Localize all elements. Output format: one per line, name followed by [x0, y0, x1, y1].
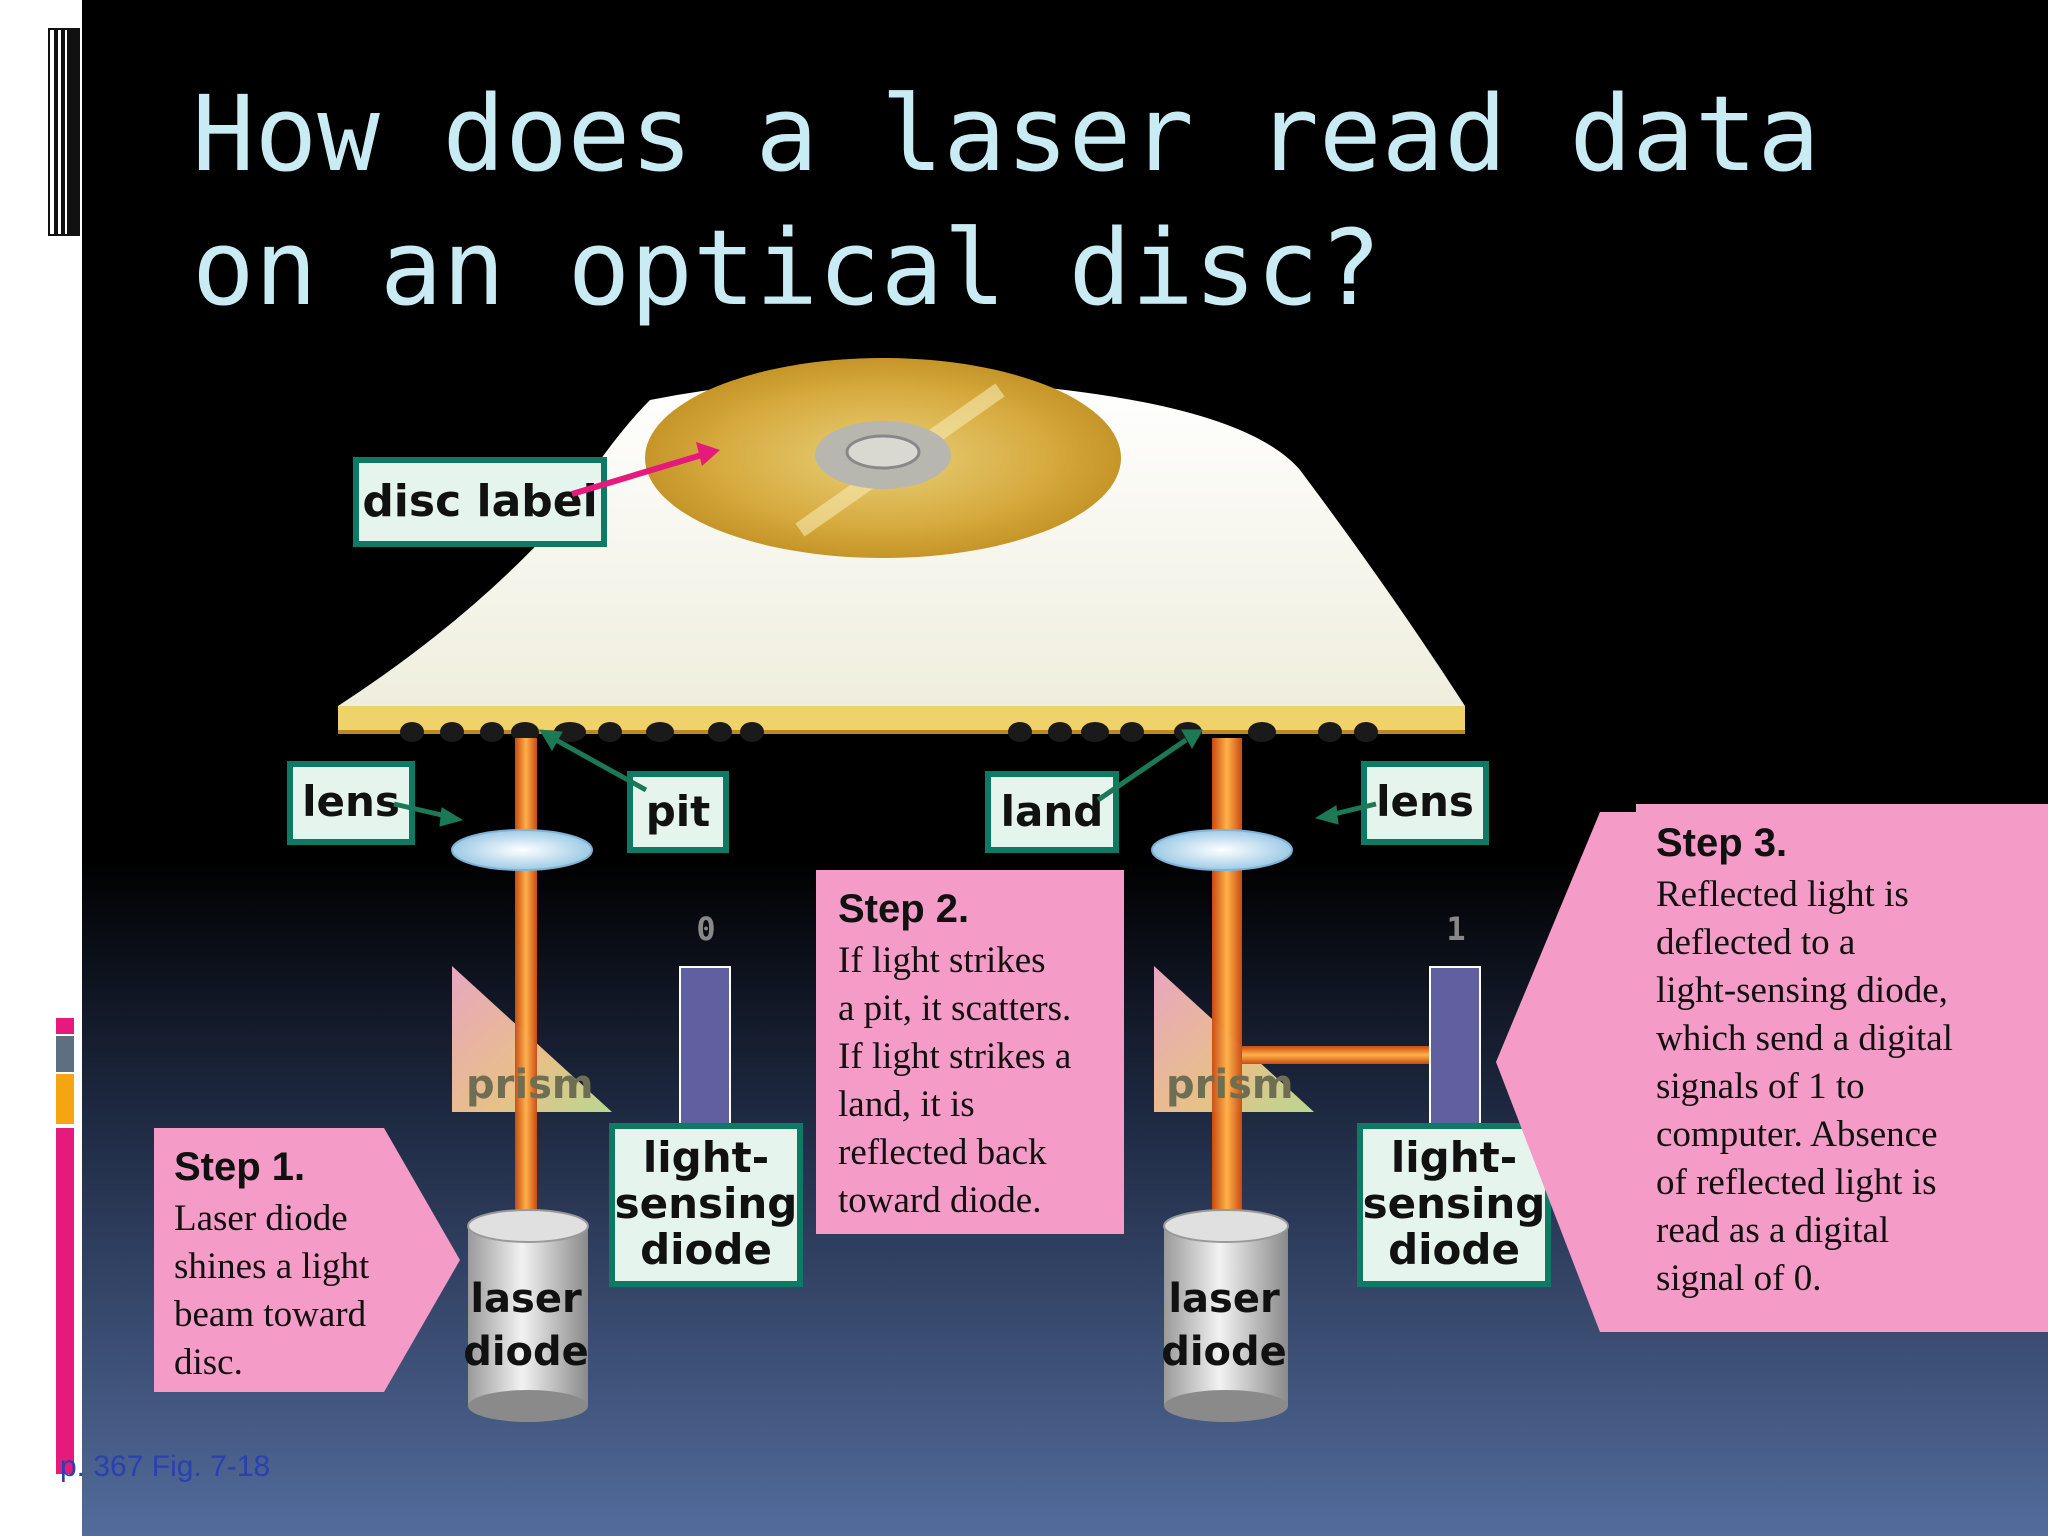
sensor-left-box: light- sensing diode [609, 1123, 803, 1287]
right-sensor-bar [1429, 966, 1481, 1128]
arrow-lens-right-icon [1314, 801, 1377, 825]
step2-line4: land, it is [838, 1084, 975, 1125]
deflected-beam [1242, 1046, 1452, 1064]
arrow-pit-icon [539, 729, 648, 793]
step2-callout: Step 2. If light strikes a pit, it scatt… [816, 870, 1124, 1234]
step3-line2: deflected to a [1656, 922, 1855, 963]
optical-disc [645, 358, 1121, 558]
sensor-right-line1: light- [1391, 1133, 1517, 1182]
left-lens-icon [451, 829, 593, 871]
step3-line9: signal of 0. [1656, 1258, 1821, 1299]
step1-line4: disc. [174, 1342, 243, 1383]
right-prism-label: prism [1166, 1062, 1294, 1108]
sidebar-accent-bars [56, 1018, 74, 1474]
disc-surface-strip [338, 706, 1465, 742]
left-laser-label-line1: laser [470, 1276, 582, 1322]
step3-line8: read as a digital [1656, 1210, 1889, 1251]
pit-text: pit [646, 787, 711, 836]
arrow-land-icon [1096, 729, 1203, 803]
lens-right-box: lens [1361, 761, 1489, 845]
step3-line1: Reflected light is [1656, 874, 1909, 915]
left-laser-label-line2: diode [463, 1329, 589, 1375]
step2-line6: toward diode. [838, 1180, 1041, 1221]
sidebar-stripes-icon [48, 28, 80, 236]
sensor-left-line2: sensing [615, 1179, 798, 1228]
sensor-right-box: light- sensing diode [1357, 1123, 1551, 1287]
left-sensor-bar [679, 966, 731, 1128]
step2-line5: reflected back [838, 1132, 1047, 1173]
sensor-right-line2: sensing [1363, 1179, 1546, 1228]
step3-line4: which send a digital [1656, 1018, 1953, 1059]
step1-callout: Step 1. Laser diode shines a light beam … [154, 1128, 460, 1392]
step3-line5: signals of 1 to [1656, 1066, 1865, 1107]
lens-right-text: lens [1376, 777, 1474, 826]
step2-line1: If light strikes [838, 940, 1046, 981]
disc-label-text: disc label [362, 476, 597, 527]
figure-reference: p. 367 Fig. 7-18 [60, 1450, 270, 1483]
lens-left-box: lens [287, 761, 415, 845]
step3-line6: computer. Absence [1656, 1114, 1938, 1155]
lens-left-text: lens [302, 777, 400, 826]
land-box: land [985, 771, 1119, 853]
arrow-disc-label-icon [571, 442, 720, 497]
step1-line1: Laser diode [174, 1198, 348, 1239]
right-laser-diode: laser diode [1161, 1209, 1289, 1422]
right-assembly: prism laser diode 1 [1151, 738, 1481, 1422]
slide-title-line1: How does a laser read data [192, 73, 1820, 195]
left-prism-label: prism [466, 1062, 594, 1108]
slide-title-line2: on an optical disc? [192, 207, 1382, 329]
step3-callout: Step 3. Reflected light is deflected to … [1496, 804, 2048, 1332]
left-digit-0: 0 [696, 910, 715, 948]
pit-box: pit [627, 771, 729, 853]
sensor-left-line1: light- [643, 1133, 769, 1182]
step1-line3: beam toward [174, 1294, 367, 1335]
right-lens-icon [1151, 829, 1293, 871]
right-laser-label-line1: laser [1168, 1276, 1280, 1322]
step3-line3: light-sensing diode, [1656, 970, 1948, 1011]
right-laser-label-line2: diode [1161, 1329, 1287, 1375]
step1-line2: shines a light [174, 1246, 370, 1287]
left-assembly: prism laser diode 0 [451, 738, 731, 1422]
step2-line2: a pit, it scatters. [838, 988, 1071, 1029]
land-text: land [1001, 787, 1104, 836]
step2-heading: Step 2. [838, 887, 969, 931]
step1-heading: Step 1. [174, 1145, 305, 1189]
sensor-left-line3: diode [640, 1225, 772, 1274]
arrow-lens-left-icon [393, 801, 464, 827]
disc-label-box: disc label [353, 457, 607, 547]
step3-line7: of reflected light is [1656, 1162, 1936, 1203]
step2-line3: If light strikes a [838, 1036, 1071, 1077]
left-laser-diode: laser diode [463, 1209, 589, 1422]
sensor-right-line3: diode [1388, 1225, 1520, 1274]
right-digit-1: 1 [1446, 910, 1465, 948]
step3-heading: Step 3. [1656, 821, 1787, 865]
